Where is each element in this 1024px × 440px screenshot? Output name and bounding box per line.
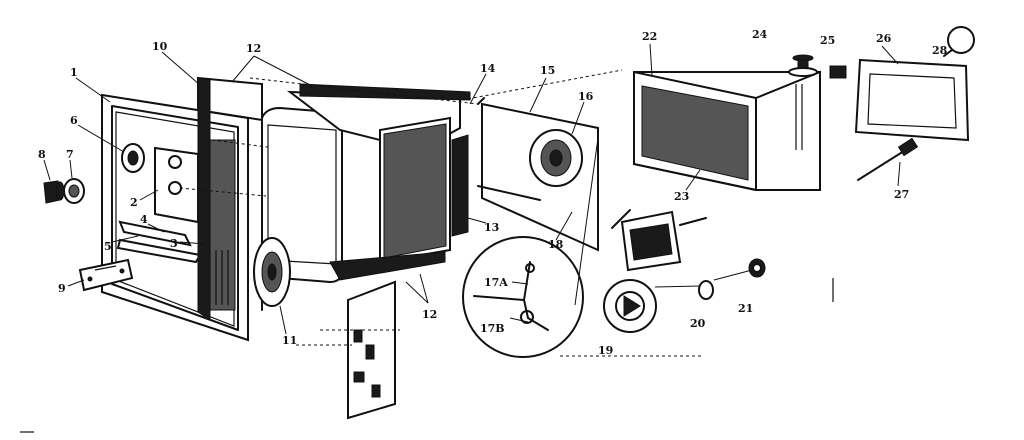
callout-5: 5 <box>104 240 112 253</box>
tuner-shaft-assembly <box>121 143 145 173</box>
retaining-clip <box>829 65 847 79</box>
bottom-shield <box>329 251 446 281</box>
callout-24: 24 <box>752 28 768 41</box>
callout-28: 28 <box>932 44 948 57</box>
detail-magnifier <box>462 236 584 358</box>
callout-16: 16 <box>578 90 594 103</box>
uhf-tuner <box>603 279 657 333</box>
callout-7: 7 <box>66 148 74 161</box>
callout-23: 23 <box>674 190 689 203</box>
callout-18: 18 <box>548 238 564 251</box>
rear-panel <box>854 58 970 142</box>
rear-screw <box>788 54 818 77</box>
callout-10: 10 <box>152 40 168 53</box>
callout-6: 6 <box>70 114 78 127</box>
callout-27: 27 <box>894 188 909 201</box>
knob-icon <box>43 178 85 204</box>
callout-15: 15 <box>540 64 555 77</box>
control-panel-plate <box>154 146 199 224</box>
callout-11: 11 <box>282 334 297 347</box>
chassis-board <box>347 280 396 420</box>
power-transformer <box>611 209 707 272</box>
callout-12-bottom: 12 <box>422 308 437 321</box>
deflection-yoke-assembly <box>477 97 599 252</box>
small-knob-icon <box>698 258 766 300</box>
callout-9: 9 <box>58 282 66 295</box>
callout-26: 26 <box>876 32 892 45</box>
callout-8: 8 <box>38 148 46 161</box>
leader-lines <box>43 43 901 335</box>
callout-12-top: 12 <box>246 42 261 55</box>
registration-marks <box>20 278 834 433</box>
mounting-bracket <box>116 220 202 264</box>
callout-1: 1 <box>70 66 78 79</box>
callout-22: 22 <box>642 30 657 43</box>
connection-lines <box>179 69 753 357</box>
callout-19: 19 <box>598 344 613 357</box>
callout-3: 3 <box>170 237 178 250</box>
back-cover <box>633 70 821 191</box>
callout-25: 25 <box>820 34 835 47</box>
side-bracket <box>451 134 469 237</box>
callout-labels: 1 2 3 4 5 6 7 8 9 10 11 12 12 13 14 15 1… <box>38 28 948 357</box>
callout-14: 14 <box>480 62 496 75</box>
line-cord <box>857 137 919 181</box>
clip-plate <box>78 258 134 292</box>
callout-17b: 17B <box>480 322 505 335</box>
callout-17a: 17A <box>484 276 508 289</box>
pilot-lamp-icon <box>943 26 975 57</box>
speaker <box>253 237 291 307</box>
callout-21: 21 <box>738 302 753 315</box>
callout-20: 20 <box>690 317 706 330</box>
callout-2: 2 <box>130 196 138 209</box>
callout-4: 4 <box>140 213 148 226</box>
callout-13: 13 <box>484 221 499 234</box>
picture-tube <box>261 83 471 284</box>
